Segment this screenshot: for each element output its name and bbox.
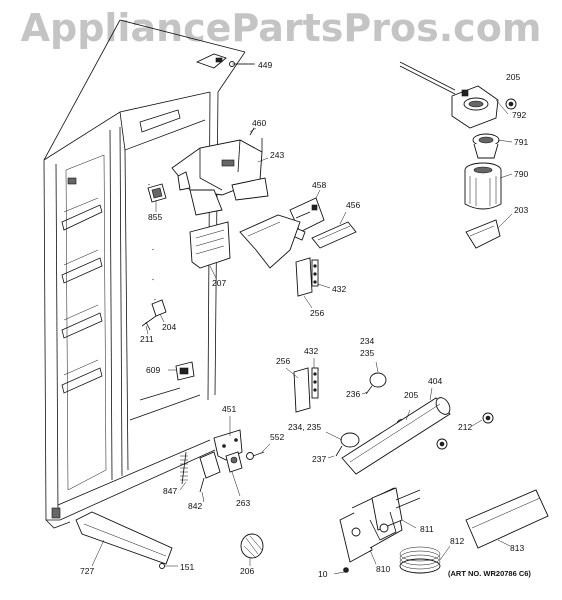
label-791: 791	[514, 137, 528, 147]
label-813: 813	[510, 543, 524, 553]
label-609: 609	[146, 365, 160, 375]
label-256-middle: 256	[276, 356, 290, 366]
refrigerator-cabinet	[43, 19, 246, 529]
part-847-spring	[180, 451, 188, 485]
part-labels: 449 460 243 855 458 456 207 432 256 204 …	[80, 60, 528, 579]
part-207	[189, 221, 231, 269]
part-552-screw	[246, 451, 265, 460]
label-842: 842	[188, 501, 202, 511]
part-flap	[239, 214, 301, 269]
label-234-235-lower: 234, 235	[288, 422, 321, 432]
label-792: 792	[512, 110, 526, 120]
label-203: 203	[514, 205, 528, 215]
label-404: 404	[428, 376, 442, 386]
label-207: 207	[212, 278, 226, 288]
part-449	[195, 53, 255, 69]
part-237-ring	[335, 432, 360, 457]
label-234-upper: 234	[360, 336, 374, 346]
filter-assembly	[399, 61, 517, 249]
label-236: 236	[346, 389, 360, 399]
label-790: 790	[514, 169, 528, 179]
label-212: 212	[458, 422, 472, 432]
label-204: 204	[162, 322, 176, 332]
part-204-211	[141, 299, 167, 331]
label-151: 151	[180, 562, 194, 572]
label-810: 810	[376, 564, 390, 574]
label-812: 812	[450, 536, 464, 546]
label-432-upper: 432	[332, 284, 346, 294]
part-432-256-middle	[293, 367, 319, 413]
part-842	[199, 451, 221, 493]
part-432-256-upper	[295, 257, 319, 297]
label-10: 10	[318, 569, 328, 579]
label-456: 456	[346, 200, 360, 210]
label-451: 451	[222, 404, 236, 414]
part-456	[311, 221, 357, 249]
label-256-upper: 256	[310, 308, 324, 318]
part-810-811-valve	[339, 487, 421, 573]
label-432-middle: 432	[304, 346, 318, 356]
part-263	[225, 451, 243, 473]
label-263: 263	[236, 498, 250, 508]
part-812-coil	[399, 546, 441, 574]
label-460: 460	[252, 118, 266, 128]
part-727-grille	[75, 511, 173, 569]
label-206: 206	[240, 566, 254, 576]
part-236-ring	[365, 372, 387, 395]
art-number: (ART NO. WR20786 C6)	[448, 569, 531, 578]
label-855: 855	[148, 212, 162, 222]
leader-lines	[91, 63, 513, 575]
label-235-upper: 235	[360, 348, 374, 358]
label-205-top: 205	[506, 72, 520, 82]
part-609	[175, 361, 195, 381]
part-813-cover	[465, 489, 549, 549]
part-855	[147, 183, 167, 203]
label-243: 243	[270, 150, 284, 160]
label-205-middle: 205	[404, 390, 418, 400]
label-211: 211	[140, 334, 154, 344]
label-552: 552	[270, 432, 284, 442]
label-237: 237	[312, 454, 326, 464]
label-847: 847	[163, 486, 177, 496]
label-458: 458	[312, 180, 326, 190]
part-212	[436, 412, 494, 450]
part-460-243	[171, 127, 269, 216]
label-811: 811	[420, 524, 434, 534]
label-449: 449	[258, 60, 272, 70]
label-727: 727	[80, 566, 94, 576]
part-206	[240, 533, 264, 559]
part-404-tube	[341, 397, 451, 475]
